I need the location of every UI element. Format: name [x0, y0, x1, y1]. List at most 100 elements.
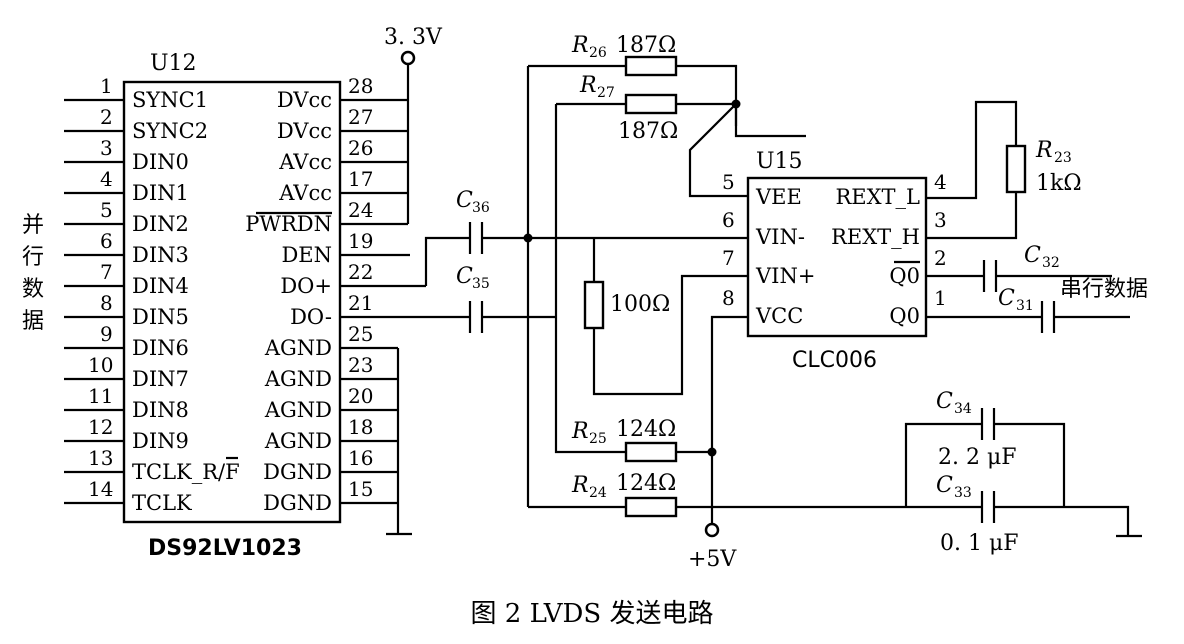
u12-pin-num: 20	[348, 384, 373, 408]
u12-pin-num: 6	[100, 229, 113, 253]
u12-pin-num: 5	[100, 198, 113, 222]
u12-body	[122, 80, 342, 524]
u15-pin-num: 1	[934, 286, 947, 310]
u12-pin-num: 11	[88, 384, 113, 408]
c35-capacitor: C 35	[456, 264, 556, 333]
u12-pin-name: AVcc	[278, 181, 332, 205]
u12-part-label: DS92LV1023	[148, 536, 302, 561]
u12-pin-name: DGND	[263, 491, 332, 515]
u12-pin-num: 15	[348, 477, 373, 501]
u12-pin-num: 13	[88, 446, 113, 470]
u15-pin-num: 4	[934, 170, 947, 194]
u12-pin-num: 14	[88, 477, 113, 501]
u15-pin-num: 8	[722, 286, 735, 310]
r23-value: 1kΩ	[1036, 171, 1082, 196]
u12-pin-num: 24	[348, 198, 373, 222]
u12-right-pins: 28 27 26 17 24 19 22 21 25 23 20 18 16 1…	[340, 74, 456, 505]
u12-pin-name: AVcc	[278, 150, 332, 174]
u15-pin-name: VIN-	[755, 225, 805, 249]
u12-pin-num: 28	[348, 74, 373, 98]
u15-pin-num: 7	[722, 246, 735, 270]
u12-ground	[386, 348, 412, 536]
c31-sub: 31	[1016, 298, 1034, 314]
u12-left-pins: 1 2 3 4 5 6 7 8 9 10 11 12 13 14	[64, 74, 124, 505]
figure-caption: 图 2 LVDS 发送电路	[471, 599, 714, 629]
u12-pin-name: SYNC1	[132, 88, 208, 112]
u15-part-label: CLC006	[792, 348, 877, 373]
u12-pin-name: DO-	[290, 305, 332, 329]
r26-ref: R	[571, 33, 589, 58]
r25-value: 124Ω	[616, 417, 676, 442]
v33-supply: 3. 3V	[384, 25, 443, 224]
u15-pin-name: REXT_L	[835, 185, 920, 209]
c36-ref: C	[456, 188, 473, 213]
u12-pin-name: TCLK	[132, 491, 192, 515]
u12-pin-num: 3	[100, 136, 113, 160]
parallel-char: 并	[22, 213, 44, 238]
u15-pin-num: 3	[934, 208, 947, 232]
r25-resistor: R 25 124Ω	[571, 417, 678, 463]
v5-label: +5V	[688, 547, 737, 572]
c33-sub: 33	[954, 485, 972, 501]
parallel-char: 数	[22, 277, 44, 302]
u12-pin-name: DIN4	[132, 274, 189, 298]
u12-pin-name: AGND	[264, 429, 332, 453]
u12-left-pin-names: SYNC1 SYNC2 DIN0 DIN1 DIN2 DIN3 DIN4 DIN…	[132, 88, 240, 515]
parallel-char: 据	[22, 309, 44, 334]
u12-pin-name: DIN2	[132, 212, 189, 236]
u12-pin-num: 25	[348, 322, 373, 346]
power-terminal	[400, 50, 416, 66]
c33-value: 0. 1 μF	[940, 531, 1019, 556]
c34-sub: 34	[954, 401, 972, 417]
junction-dot	[523, 233, 533, 243]
bias-network: +5V	[523, 64, 906, 572]
u12-pin-num: 23	[348, 353, 373, 377]
u15-pin-name: Q0	[889, 304, 920, 328]
c35-ref: C	[456, 264, 473, 289]
c31-capacitor: C 31	[926, 286, 1130, 333]
u12-pin-num: 7	[100, 260, 113, 284]
r27-sub: 27	[597, 85, 615, 101]
c31-ref: C	[998, 286, 1015, 311]
u12-pin-name: DIN3	[132, 243, 189, 267]
r100-value: 100Ω	[610, 292, 670, 317]
u12-pin-name: DO+	[280, 274, 332, 298]
u15-pin-num: 2	[934, 246, 947, 270]
u12-pin-name: PWRDN	[245, 212, 332, 236]
r24-ref: R	[571, 473, 589, 498]
u15-pin-name: REXT_H	[831, 225, 920, 249]
u12-pin-name: DIN1	[132, 181, 189, 205]
c32-capacitor: C 32	[926, 243, 1112, 292]
u15-pin-name: VEE	[755, 185, 802, 209]
u15-chip: U15 CLC006 5 6 7 8 VEE VIN- VIN+ VCC REX…	[722, 149, 947, 373]
r27-resistor: R 27 187Ω	[579, 73, 678, 144]
u12-pin-num: 2	[100, 105, 113, 129]
r25-ref: R	[571, 419, 589, 444]
u12-pin-name: AGND	[264, 336, 332, 360]
r100-resistor: 100Ω	[583, 280, 670, 330]
r23-sub: 23	[1054, 150, 1072, 166]
u12-pin-name: AGND	[264, 367, 332, 391]
r24-resistor: R 24 124Ω	[571, 471, 678, 518]
c32-ref: C	[1024, 243, 1041, 268]
c32-sub: 32	[1042, 255, 1060, 271]
r24-sub: 24	[589, 485, 607, 501]
u12-pin-name: TCLK_R/F	[132, 460, 240, 484]
junction-dot	[707, 447, 717, 457]
r26-value: 187Ω	[616, 33, 676, 58]
c33-ref: C	[936, 473, 953, 498]
u12-pin-name: DIN0	[132, 150, 189, 174]
u12-pin-num: 18	[348, 415, 373, 439]
u12-pin-num: 17	[348, 167, 373, 191]
u12-pin-num: 22	[348, 260, 373, 284]
r25-sub: 25	[589, 431, 607, 447]
r23-resistor: R 23 1kΩ	[926, 100, 1082, 240]
u12-pin-num: 10	[88, 353, 113, 377]
u15-pin-name: VCC	[755, 304, 803, 328]
u12-pin-num: 8	[100, 291, 113, 315]
u12-ref-label: U12	[150, 51, 197, 76]
u12-pin-name: AGND	[264, 398, 332, 422]
power-terminal	[704, 522, 720, 538]
